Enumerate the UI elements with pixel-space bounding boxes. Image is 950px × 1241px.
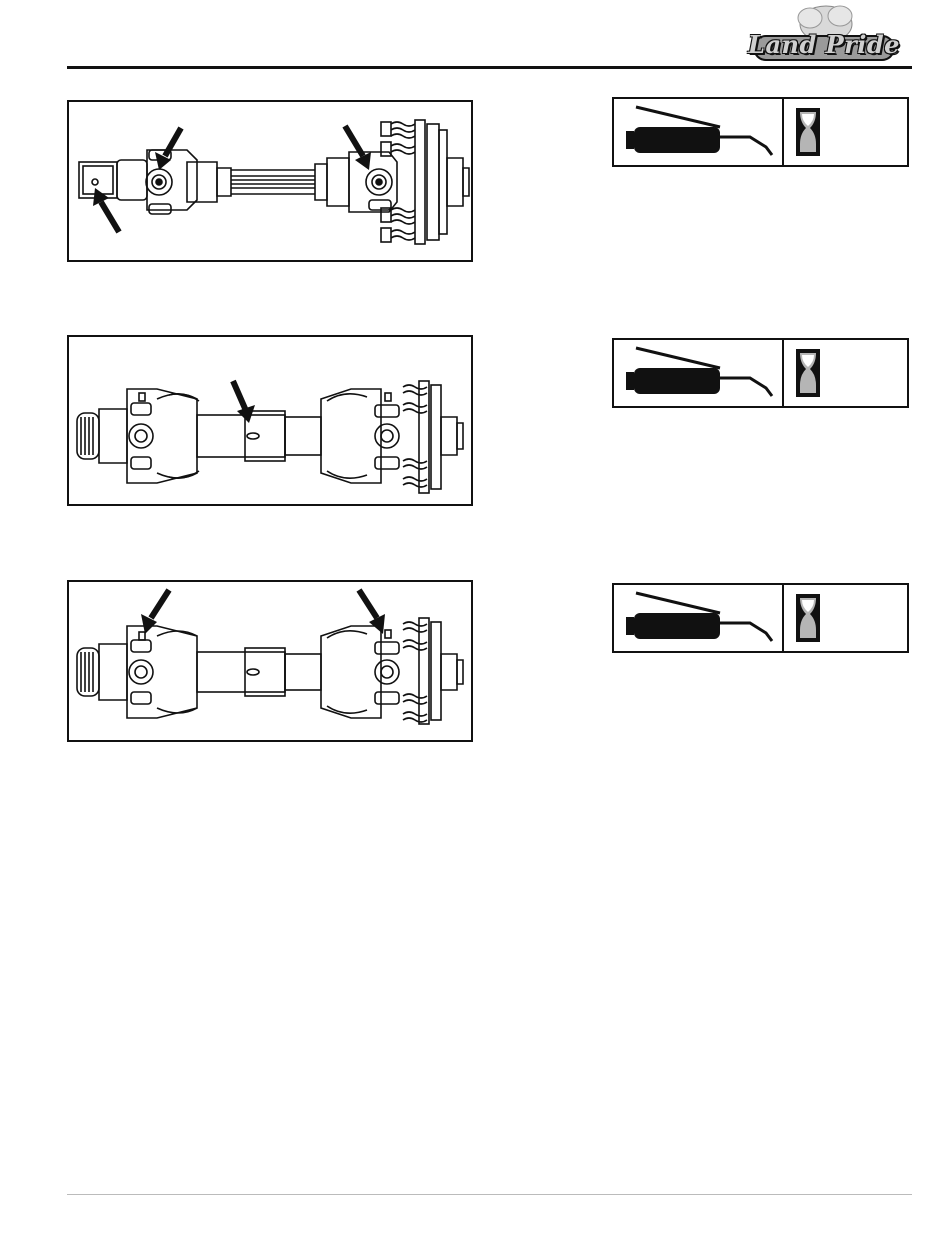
hourglass-icon <box>784 340 907 406</box>
arrow-icon <box>359 590 385 634</box>
arrow-icon <box>155 128 181 170</box>
grease-gun-icon <box>614 99 784 165</box>
land-pride-logo: Land Pride <box>748 2 900 64</box>
driveline-figure-3 <box>67 580 473 742</box>
hourglass-icon <box>784 585 907 651</box>
driveline-figure-2 <box>67 335 473 506</box>
grease-interval-box-2 <box>612 338 909 408</box>
driveline-figure-1 <box>67 100 473 262</box>
footer-rule <box>67 1194 912 1195</box>
hourglass-icon <box>784 99 907 165</box>
driveline-drawing <box>69 582 471 740</box>
driveline-drawing <box>69 102 471 260</box>
grease-interval-box-1 <box>612 97 909 167</box>
driveline-drawing <box>69 337 471 504</box>
header-rule <box>67 66 912 69</box>
grease-interval-box-3 <box>612 583 909 653</box>
logo-text: Land Pride <box>748 30 900 59</box>
arrow-icon <box>233 381 255 423</box>
grease-gun-icon <box>614 585 784 651</box>
grease-gun-icon <box>614 340 784 406</box>
